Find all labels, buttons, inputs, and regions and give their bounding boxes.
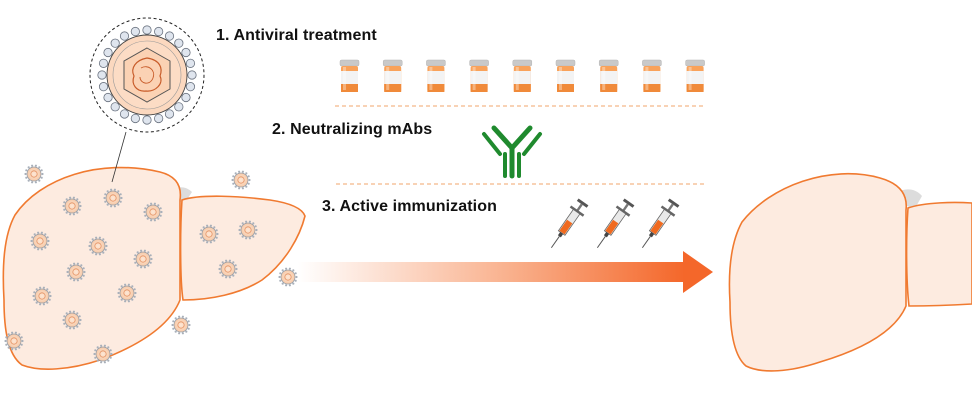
pill-bottle-icon <box>555 59 576 92</box>
syringe-icon <box>550 198 589 249</box>
syringe-icon <box>641 198 680 249</box>
infected-liver <box>2 166 306 370</box>
healthy-liver <box>728 172 972 372</box>
syringe-icon <box>596 198 635 249</box>
virus-particle <box>238 220 258 240</box>
right-liver-left-lobe <box>905 201 972 307</box>
virus-particle-zoom <box>89 17 205 183</box>
step-3-label: 3. Active immunization <box>322 198 497 215</box>
pill-bottle-icon <box>339 59 360 92</box>
syringe-row <box>550 198 680 249</box>
virus-particle <box>30 231 50 251</box>
pill-bottle-row <box>339 59 705 92</box>
virus-particle <box>143 202 163 222</box>
virus-particle <box>62 196 82 216</box>
pill-bottle-icon <box>469 59 489 92</box>
virus-particle <box>62 310 82 330</box>
virus-particle <box>278 267 298 287</box>
pill-bottle-icon <box>642 59 662 92</box>
virus-particle <box>24 164 44 184</box>
pill-bottle-icon <box>598 59 619 92</box>
step-1-label: 1. Antiviral treatment <box>216 27 377 44</box>
virus-particle <box>66 262 86 282</box>
antibody-icon <box>482 125 542 179</box>
virus-particle <box>199 224 219 244</box>
step-2-label: 2. Neutralizing mAbs <box>272 121 433 138</box>
virus-particle <box>133 249 153 269</box>
virus-particle <box>218 259 238 279</box>
virus-particle <box>171 315 191 335</box>
treatment-arrow <box>298 251 713 293</box>
virus-particle <box>4 331 24 351</box>
virus-particle <box>103 188 123 208</box>
virus-particle <box>93 344 113 364</box>
virus-particle <box>32 286 52 306</box>
virus-particle <box>117 283 137 303</box>
right-liver-right-lobe <box>728 172 907 372</box>
virus-particle <box>231 170 251 190</box>
left-liver-right-lobe <box>2 166 182 370</box>
left-liver-left-lobe <box>179 195 306 301</box>
pill-bottle-icon <box>685 59 705 92</box>
virus-particle <box>88 236 108 256</box>
virus-particles <box>4 164 298 364</box>
pill-bottle-icon <box>512 59 533 92</box>
pill-bottle-icon <box>382 59 403 92</box>
pill-bottle-icon <box>426 59 446 92</box>
